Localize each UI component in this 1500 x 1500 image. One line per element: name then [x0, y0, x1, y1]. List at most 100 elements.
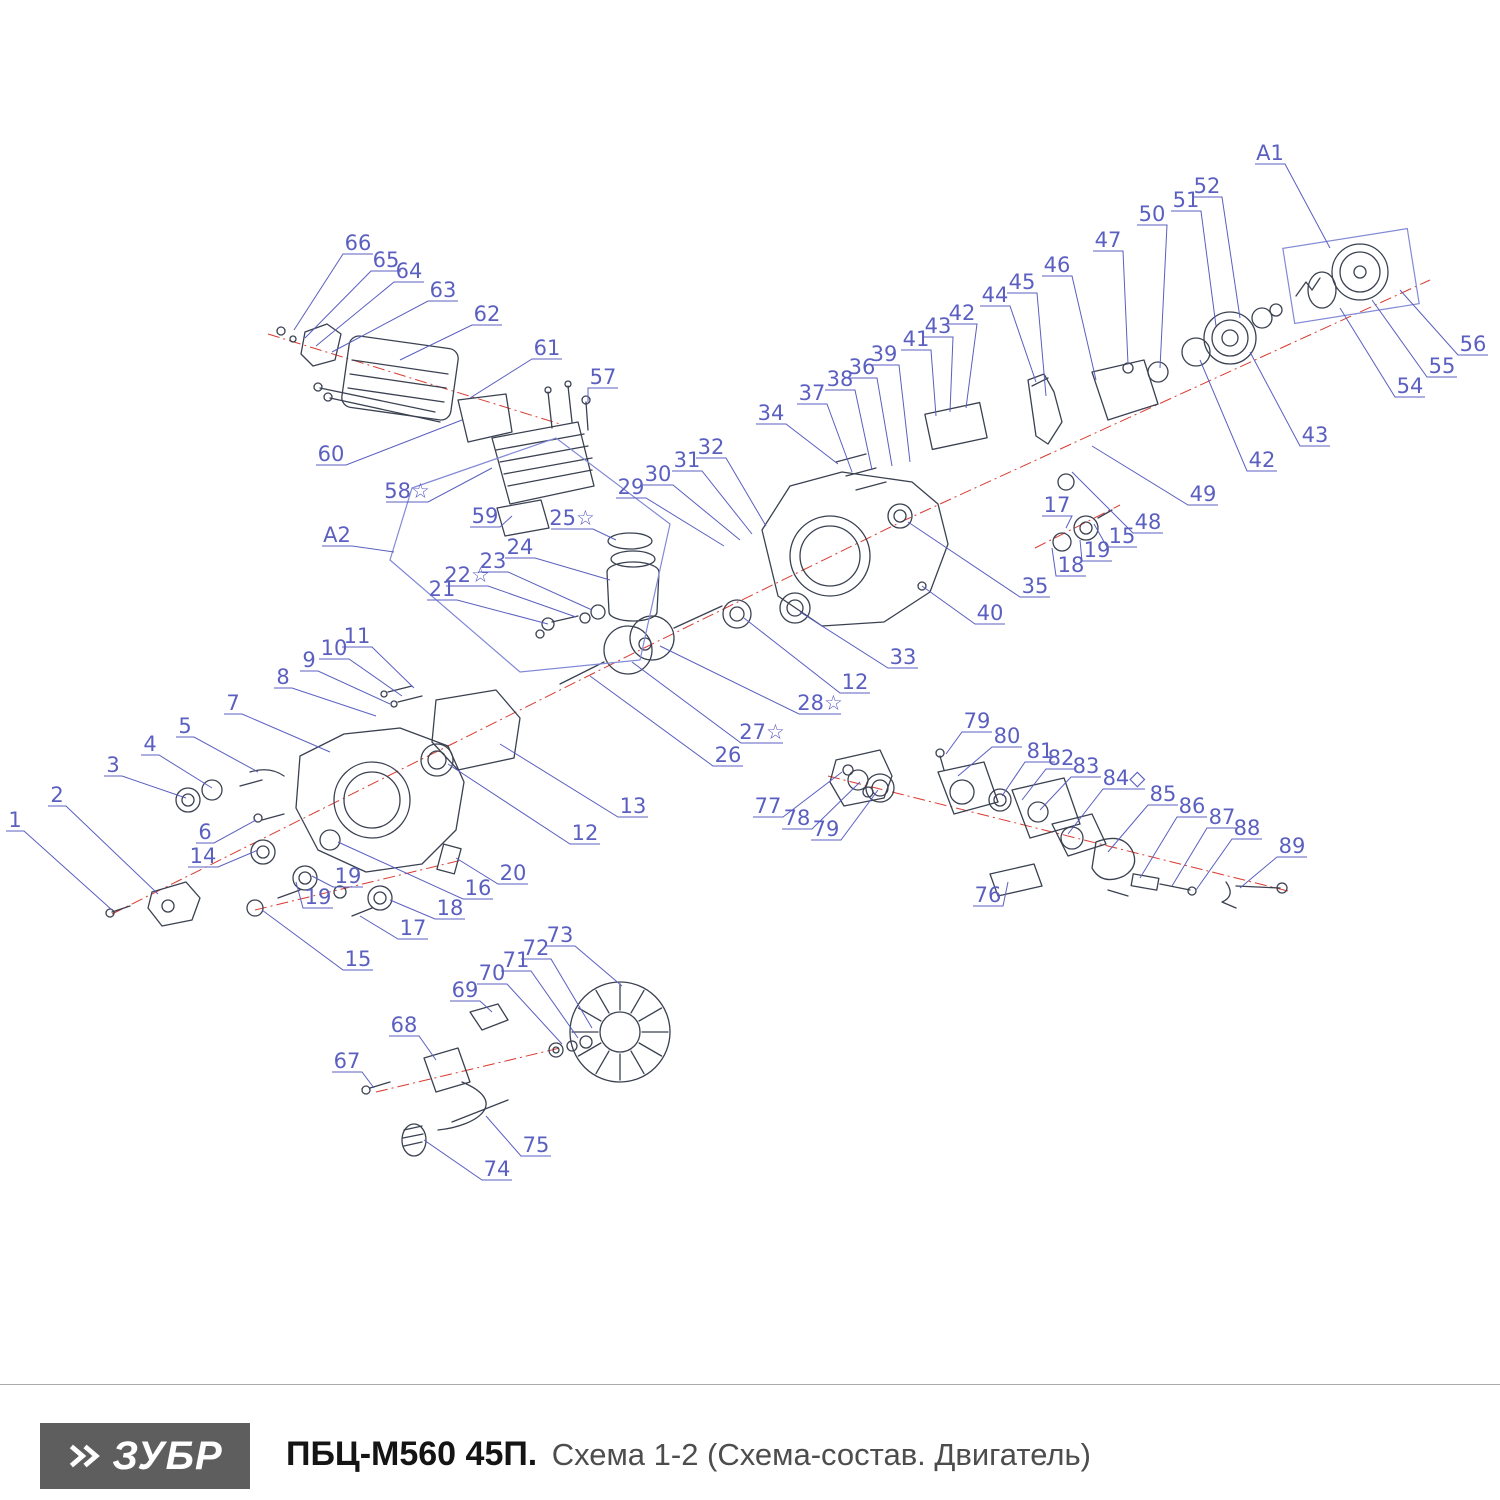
- svg-text:64: 64: [396, 259, 423, 283]
- footer: ЗУБР ПБЦ-М560 45П. Схема 1-2 (Схема-сост…: [0, 1384, 1500, 1500]
- svg-text:28☆: 28☆: [797, 691, 843, 715]
- part-label-5: 5: [176, 714, 259, 773]
- part-label-1: 1: [6, 808, 113, 911]
- part-label-62: 62: [399, 302, 502, 361]
- part-label-64: 64: [315, 259, 424, 347]
- region-a1-outline: [1282, 227, 1420, 325]
- part-label-83: 83: [1039, 754, 1101, 811]
- svg-text:12: 12: [842, 670, 869, 694]
- svg-text:A2: A2: [323, 523, 351, 547]
- svg-text:25☆: 25☆: [549, 506, 595, 530]
- schema-title-desc: Схема 1-2 (Схема-состав. Двигатель): [551, 1437, 1091, 1472]
- part-label-80: 80: [957, 724, 1022, 777]
- svg-text:18: 18: [437, 896, 464, 920]
- svg-text:40: 40: [977, 601, 1004, 625]
- part-label-78: 78: [782, 781, 861, 830]
- svg-text:81: 81: [1027, 739, 1054, 763]
- part-label-63: 63: [331, 278, 458, 353]
- part-label-48: 48: [1071, 471, 1163, 534]
- svg-text:19: 19: [1084, 538, 1111, 562]
- svg-text:32: 32: [698, 435, 725, 459]
- part-label-42: 42: [947, 301, 978, 409]
- svg-text:26: 26: [715, 743, 742, 767]
- part-label-19: 19: [1079, 538, 1112, 562]
- part-label-17: 17: [1042, 493, 1073, 529]
- part-label-27☆: 27☆: [631, 661, 785, 744]
- svg-text:29: 29: [618, 475, 645, 499]
- part-label-15: 15: [1093, 523, 1137, 548]
- svg-text:78: 78: [784, 806, 811, 830]
- part-label-14: 14: [188, 844, 259, 868]
- svg-text:55: 55: [1429, 354, 1456, 378]
- svg-text:14: 14: [190, 844, 217, 868]
- part-label-47: 47: [1093, 228, 1129, 365]
- part-label-22☆: 22☆: [444, 563, 577, 618]
- svg-text:62: 62: [474, 302, 501, 326]
- svg-text:30: 30: [645, 462, 672, 486]
- part-label-77: 77: [753, 771, 843, 818]
- ignition-flywheel-drawing: [361, 981, 671, 1157]
- schema-title: ПБЦ-М560 45П. Схема 1-2 (Схема-состав. Д…: [286, 1435, 1091, 1474]
- part-label-8: 8: [274, 665, 377, 717]
- svg-text:11: 11: [344, 624, 371, 648]
- svg-text:80: 80: [994, 724, 1021, 748]
- part-label-85: 85: [1107, 782, 1178, 853]
- part-label-59: 59: [470, 504, 513, 528]
- part-label-72: 72: [521, 936, 593, 1029]
- part-label-18: 18: [1051, 547, 1086, 577]
- part-label-79: 79: [811, 789, 879, 841]
- svg-text:54: 54: [1397, 374, 1424, 398]
- svg-text:59: 59: [472, 504, 499, 528]
- piston-drawing: [535, 532, 660, 639]
- svg-text:8: 8: [276, 665, 289, 689]
- svg-text:12: 12: [572, 821, 599, 845]
- svg-text:31: 31: [674, 448, 701, 472]
- svg-text:84◇: 84◇: [1103, 766, 1147, 790]
- svg-text:44: 44: [982, 283, 1009, 307]
- svg-text:13: 13: [620, 794, 647, 818]
- part-label-25☆: 25☆: [549, 506, 617, 541]
- brand-name: ЗУБР: [112, 1434, 223, 1478]
- svg-text:89: 89: [1279, 834, 1306, 858]
- svg-text:52: 52: [1194, 174, 1221, 198]
- part-label-43: 43: [1249, 351, 1330, 447]
- svg-text:17: 17: [400, 916, 427, 940]
- part-label-7: 7: [224, 691, 331, 753]
- part-label-20: 20: [455, 857, 528, 885]
- svg-text:71: 71: [503, 948, 530, 972]
- part-label-73: 73: [545, 923, 623, 987]
- svg-text:27☆: 27☆: [739, 720, 785, 744]
- part-label-4: 4: [141, 732, 213, 789]
- svg-text:39: 39: [871, 342, 898, 366]
- part-label-17: 17: [359, 915, 428, 940]
- part-label-55: 55: [1371, 299, 1457, 378]
- svg-text:57: 57: [590, 365, 617, 389]
- schema-title-model: ПБЦ-М560 45П.: [286, 1435, 538, 1473]
- svg-text:75: 75: [523, 1133, 550, 1157]
- part-label-57: 57: [587, 365, 618, 404]
- part-label-82: 82: [1021, 746, 1076, 801]
- part-label-28☆: 28☆: [659, 645, 843, 715]
- part-label-36: 36: [847, 355, 893, 467]
- part-label-12: 12: [743, 617, 870, 694]
- svg-text:3: 3: [106, 753, 119, 777]
- part-label-18: 18: [389, 896, 465, 920]
- carburetor-drawing: [829, 748, 1288, 909]
- crankcase-left-drawing: [105, 685, 521, 927]
- part-label-49: 49: [1091, 445, 1218, 506]
- part-label-34: 34: [756, 401, 839, 465]
- assembly-regions: [389, 227, 1420, 673]
- part-label-19: 19: [311, 864, 363, 888]
- svg-text:6: 6: [198, 820, 211, 844]
- crankcase-right-drawing: [722, 401, 988, 629]
- svg-text:A1: A1: [1256, 141, 1284, 165]
- part-label-51: 51: [1171, 188, 1217, 327]
- svg-text:38: 38: [827, 367, 854, 391]
- svg-text:56: 56: [1460, 332, 1487, 356]
- svg-text:22☆: 22☆: [444, 563, 490, 587]
- svg-text:35: 35: [1022, 574, 1049, 598]
- svg-text:15: 15: [345, 947, 372, 971]
